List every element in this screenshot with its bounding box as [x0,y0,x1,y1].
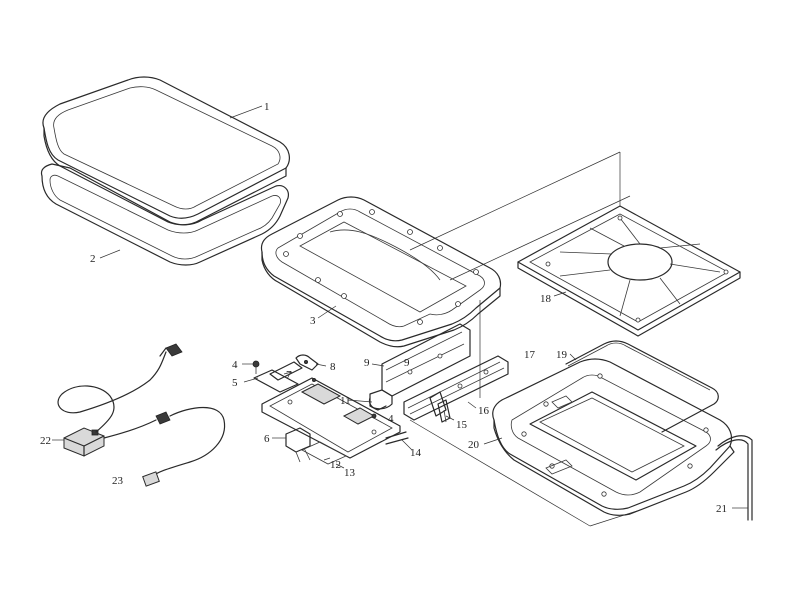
part-5-bracket [253,369,299,393]
part-8-clip [295,354,319,382]
callout-2: 2 [90,253,96,265]
callout-13: 13 [344,467,356,479]
callout-8: 8 [330,361,336,373]
callout-17: 17 [524,349,536,361]
part-23-cable [149,407,226,479]
callout-15: 15 [456,419,468,431]
part-16-slide-rail-right [403,355,509,421]
part-21-rod [715,435,753,521]
construction-lines [409,151,641,527]
washer-4 [371,413,377,419]
callout-22: 22 [40,435,51,447]
callout-9b: 9 [404,357,410,369]
callout-3: 3 [310,315,316,327]
part-1-cushion-pad [42,76,290,226]
part-13-mounting-plate [261,377,401,459]
part-18-base-plate [517,205,741,337]
part-22-control-box [63,427,105,457]
callout-19: 19 [556,349,568,361]
part-12-shim [301,441,347,465]
leader-lines [52,105,748,509]
part-2-cushion-frame [40,163,289,266]
part-23-plug [142,471,160,487]
callout-12: 12 [330,459,341,471]
callout-4a: 4 [232,359,238,371]
part-4-bolt [252,360,260,374]
callout-1: 1 [264,101,270,113]
callout-23: 23 [112,475,124,487]
callout-7: 7 [286,369,292,381]
callout-labels: 1 2 3 4 4 5 6 7 8 9 9 11 12 13 14 15 16 … [40,101,727,515]
callout-9a: 9 [364,357,370,369]
callout-18: 18 [540,293,552,305]
callout-11: 11 [340,395,351,407]
callout-5: 5 [232,377,238,389]
part-14-pin [385,431,409,445]
callout-20: 20 [468,439,480,451]
callout-14: 14 [410,447,422,459]
part-7-lever [269,361,303,381]
part-20-seat-base [492,358,735,516]
part-9-slide-rail-left [369,323,471,410]
part-11-release-handle [368,397,387,411]
callout-21: 21 [716,503,727,515]
part-19-wire-frame [565,340,719,433]
part-22-cable [57,351,167,439]
callout-16: 16 [478,405,490,417]
part-6-switch [285,427,311,463]
part-3-seat-pan [260,196,502,348]
callout-6: 6 [264,433,270,445]
callout-4b: 4 [388,413,394,425]
part-22-connector [159,343,183,357]
